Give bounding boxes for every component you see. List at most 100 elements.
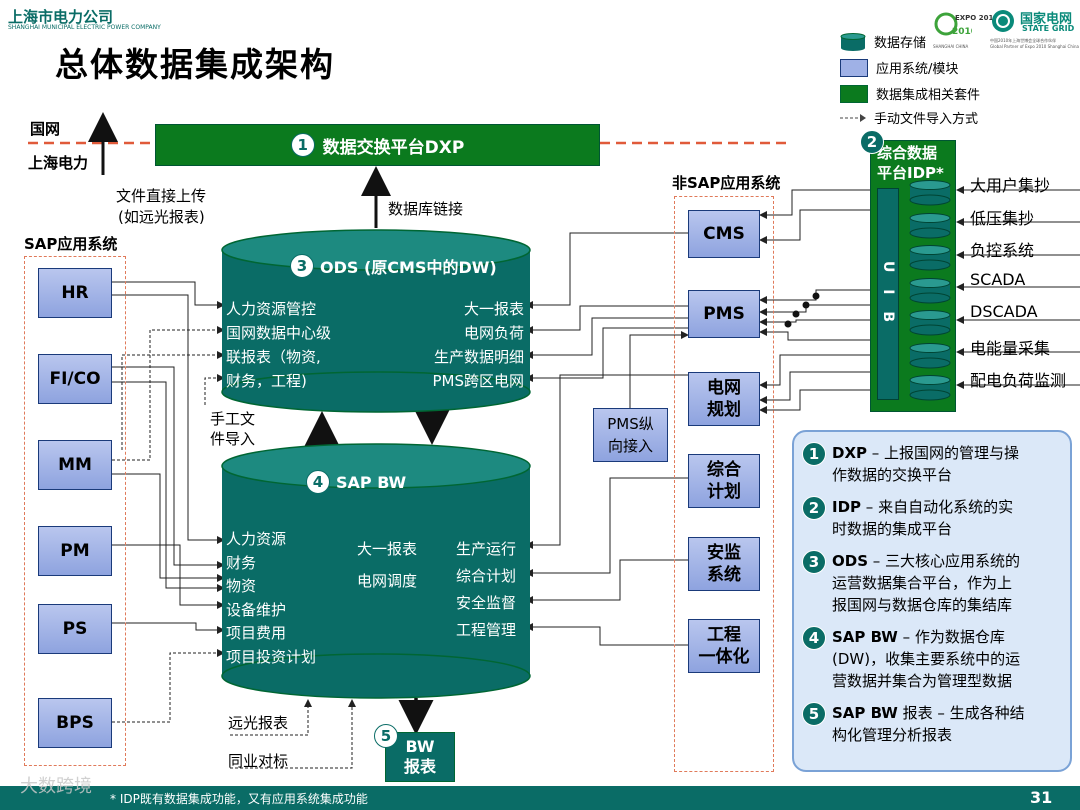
nonsap-system-label: CMS: [703, 224, 745, 244]
idp-source-label: SCADA: [970, 269, 1026, 289]
nonsap-system-label-2: 规划: [707, 400, 741, 420]
dxp-number-badge: 1: [290, 133, 315, 157]
note-number-badge: 5: [802, 702, 826, 726]
dashed-arrow-icon: [840, 113, 866, 122]
nonsap-system-box[interactable]: CMS: [688, 210, 760, 258]
note-number-badge: 3: [802, 550, 826, 574]
sapbw-right-item: 安全监督: [456, 594, 517, 612]
idp-title-2: 平台IDP*: [877, 164, 944, 182]
note-number-badge: 1: [802, 442, 826, 466]
label-shanghai: 上海电力: [28, 154, 89, 172]
note-line-2: 作数据的交换平台: [832, 466, 953, 484]
dxp-platform[interactable]: 1 数据交换平台DXP: [155, 124, 600, 166]
note-heading: SAP BW: [832, 628, 898, 646]
sapbw-left-item: 物资: [226, 577, 257, 595]
sgcc-name-cn: 国家电网: [1020, 12, 1073, 27]
idp-storage-cylinder: [909, 310, 951, 336]
nonsap-system-label-2: 一体化: [698, 647, 750, 667]
note-line-3: 报国网与数据仓库的集结库: [832, 596, 1013, 614]
label-upload-1: 文件直接上传: [116, 187, 207, 205]
ods-right-item: PMS跨区电网: [432, 372, 524, 390]
svg-text:2010: 2010: [952, 27, 972, 37]
legend-suite: 数据集成相关套件: [840, 84, 980, 103]
sap-module-mm[interactable]: MM: [38, 440, 112, 490]
watermark: 大数跨境: [20, 776, 92, 797]
sapbw-right-item: 生产运行: [456, 540, 517, 558]
note-text-1: 报表 – 生成各种结: [897, 704, 1025, 722]
sapbw-right-item: 工程管理: [456, 621, 517, 639]
company-name-en: SHANGHAI MUNICIPAL ELECTRIC POWER COMPAN…: [8, 24, 161, 31]
nonsap-system-label: 工程: [707, 625, 741, 645]
ods-right-item: 生产数据明细: [433, 348, 524, 366]
sap-module-hr[interactable]: HR: [38, 268, 112, 318]
nonsap-system-box[interactable]: PMS: [688, 290, 760, 338]
ods-right-item: 电网负荷: [463, 324, 524, 342]
dxp-label: 数据交换平台DXP: [322, 137, 465, 158]
note-text-1: – 来自自动化系统的实: [861, 498, 1014, 516]
label-guowang: 国网: [30, 120, 61, 138]
note-number-badge: 2: [802, 496, 826, 520]
idp-storage-cylinder: [909, 245, 951, 271]
pms-access-line2: 向接入: [607, 437, 653, 455]
ods-left-item: 联报表（物资,: [226, 348, 321, 366]
label-db-link: 数据库链接: [388, 200, 464, 218]
note-text-1: – 三大核心应用系统的: [868, 552, 1021, 570]
app-box-icon: [840, 58, 868, 77]
sap-panel: [24, 256, 126, 766]
note-line-1: DXP – 上报国网的管理与操: [832, 442, 1019, 463]
pms-access-line1: PMS纵: [607, 415, 654, 433]
nonsap-panel: [674, 196, 774, 772]
sgcc-tagline-en: Global Partner of Expo 2010 Shanghai Chi…: [990, 44, 1079, 49]
note-line-1: SAP BW – 作为数据仓库: [832, 626, 1005, 647]
nonsap-system-box[interactable]: 安监系统: [688, 537, 760, 591]
sapbw-left-item: 财务: [226, 553, 257, 572]
bw-report-box[interactable]: BW 报表: [385, 732, 455, 782]
idp-storage-cylinder: [909, 277, 951, 303]
sapbw-left-item: 设备维护: [226, 600, 287, 619]
nonsap-system-label: 综合: [707, 460, 741, 480]
idp-source-label: 电能量采集: [970, 338, 1051, 358]
idp-source-label: 负控系统: [970, 241, 1035, 260]
sapbw-left-item: 人力资源: [226, 530, 287, 548]
page-title: 总体数据集成架构: [55, 45, 335, 84]
nonsap-system-label: 电网: [707, 378, 741, 398]
nonsap-system-box[interactable]: 电网规划: [688, 372, 760, 426]
ods-right-item: 大一报表: [463, 300, 524, 318]
note-line-2: 运营数据集合平台，作为上: [832, 574, 1013, 592]
nonsap-system-box[interactable]: 综合计划: [688, 454, 760, 508]
sgcc-tagline: 中国2010年上海世博会全球合作伙伴: [990, 38, 1057, 43]
legend-manual-label: 手动文件导入方式: [874, 112, 979, 127]
footer-bar: [0, 786, 1080, 810]
page-number: 31: [1030, 788, 1053, 807]
pms-access-box[interactable]: PMS纵 向接入: [593, 408, 668, 462]
nonsap-system-box[interactable]: 工程一体化: [688, 619, 760, 673]
sapbw-left-item: 项目投资计划: [226, 647, 317, 666]
label-manual-1: 手工文: [210, 410, 256, 428]
bw-report-line2: 报表: [403, 757, 436, 776]
sap-module-pm[interactable]: PM: [38, 526, 112, 576]
legend-storage: 数据存储: [840, 32, 926, 51]
idp-source-label: DSCADA: [970, 302, 1038, 321]
legend-manual: 手动文件导入方式: [840, 108, 978, 127]
label-tongye: 同业对标: [228, 752, 289, 770]
sap-module-ps[interactable]: PS: [38, 604, 112, 654]
ods-title-text: ODS (原CMS中的DW): [320, 258, 497, 277]
ods-left-item: 国网数据中心级: [226, 324, 332, 342]
note-heading: DXP: [832, 444, 868, 462]
idp-number-badge: 2: [860, 130, 884, 154]
idp-storage-cylinder: [909, 375, 951, 401]
footer-note: * IDP既有数据集成功能，又有应用系统集成功能: [110, 792, 368, 806]
label-manual-2: 件导入: [210, 430, 256, 448]
note-line-1: SAP BW 报表 – 生成各种结: [832, 702, 1025, 723]
bw-report-number-badge: 5: [374, 724, 398, 748]
sap-module-bps[interactable]: BPS: [38, 698, 112, 748]
sgcc-name-en: STATE GRID: [1022, 24, 1075, 33]
ods-number-badge: 3: [290, 254, 314, 278]
legend-app-label: 应用系统/模块: [876, 62, 959, 77]
nonsap-system-label: 安监: [707, 543, 741, 563]
label-upload-2: (如远光报表): [118, 208, 205, 226]
sap-module-fico[interactable]: FI/CO: [38, 354, 112, 404]
suite-box-icon: [840, 84, 868, 103]
idp-source-label: 配电负荷监测: [970, 371, 1067, 390]
legend-suite-label: 数据集成相关套件: [876, 88, 981, 103]
